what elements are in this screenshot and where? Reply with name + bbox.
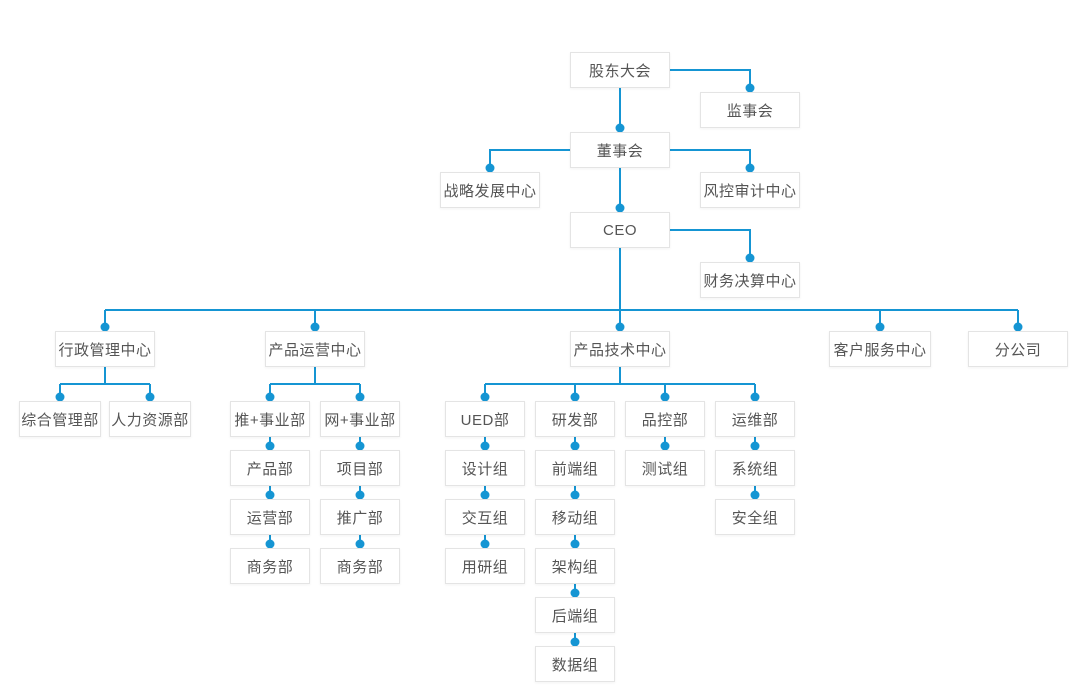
org-node-finance-center: 财务决算中心 xyxy=(700,262,800,298)
connector-line xyxy=(489,149,570,168)
connector-line xyxy=(670,69,751,88)
org-node-general-mgmt-dept: 综合管理部 xyxy=(19,401,101,437)
org-node-tech-center: 产品技术中心 xyxy=(570,331,670,367)
connector-dot xyxy=(265,392,275,402)
connector-dot xyxy=(480,490,490,500)
connector-dot xyxy=(1013,322,1023,332)
org-node-shareholders-meeting: 股东大会 xyxy=(570,52,670,88)
org-node-wang-business-unit: 网+事业部 xyxy=(320,401,400,437)
connector-dot xyxy=(480,392,490,402)
connector-dot xyxy=(660,441,670,451)
connector-dot xyxy=(615,322,625,332)
connector-dot xyxy=(570,441,580,451)
connector-dot xyxy=(480,441,490,451)
connector-dot xyxy=(615,203,625,213)
org-node-hr-dept: 人力资源部 xyxy=(109,401,191,437)
org-node-admin-center: 行政管理中心 xyxy=(55,331,155,367)
connector-dot xyxy=(875,322,885,332)
connector-dot xyxy=(265,539,275,549)
connector-dot xyxy=(570,539,580,549)
org-node-service-center: 客户服务中心 xyxy=(829,331,931,367)
connector-dot xyxy=(750,490,760,500)
connector-dot xyxy=(615,123,625,133)
connector-dot xyxy=(265,490,275,500)
org-node-frontend-team: 前端组 xyxy=(535,450,615,486)
connector-dot xyxy=(355,539,365,549)
connector-line xyxy=(670,229,751,258)
org-node-tui-business-unit: 推+事业部 xyxy=(230,401,310,437)
connector-dot xyxy=(570,392,580,402)
connector-dot xyxy=(660,392,670,402)
connector-dot xyxy=(100,322,110,332)
org-node-business-dept-wang: 商务部 xyxy=(320,548,400,584)
connector-dot xyxy=(485,163,495,173)
org-node-test-team: 测试组 xyxy=(625,450,705,486)
org-node-interaction-team: 交互组 xyxy=(445,499,525,535)
org-node-operation-dept: 运营部 xyxy=(230,499,310,535)
org-node-ceo: CEO xyxy=(570,212,670,248)
connector-dot xyxy=(355,441,365,451)
org-node-user-research-team: 用研组 xyxy=(445,548,525,584)
connector-dot xyxy=(355,392,365,402)
org-node-ops-center: 产品运营中心 xyxy=(265,331,365,367)
connector-dot xyxy=(745,83,755,93)
connector-line xyxy=(670,149,751,168)
connector-dot xyxy=(570,490,580,500)
org-node-design-team: 设计组 xyxy=(445,450,525,486)
connector-dot xyxy=(745,163,755,173)
org-node-mobile-team: 移动组 xyxy=(535,499,615,535)
org-node-project-dept: 项目部 xyxy=(320,450,400,486)
connector-dot xyxy=(570,637,580,647)
org-node-om-dept: 运维部 xyxy=(715,401,795,437)
org-node-data-team: 数据组 xyxy=(535,646,615,682)
connector-dot xyxy=(480,539,490,549)
org-node-ued-dept: UED部 xyxy=(445,401,525,437)
org-node-rd-dept: 研发部 xyxy=(535,401,615,437)
connector-dot xyxy=(145,392,155,402)
connector-dot xyxy=(570,588,580,598)
connector-dot xyxy=(265,441,275,451)
org-node-branch-company: 分公司 xyxy=(968,331,1068,367)
org-node-qc-dept: 品控部 xyxy=(625,401,705,437)
connector-dot xyxy=(750,441,760,451)
org-node-business-dept-tui: 商务部 xyxy=(230,548,310,584)
org-node-product-dept: 产品部 xyxy=(230,450,310,486)
org-node-system-team: 系统组 xyxy=(715,450,795,486)
org-node-risk-audit-center: 风控审计中心 xyxy=(700,172,800,208)
connector-dot xyxy=(355,490,365,500)
org-node-promotion-dept: 推广部 xyxy=(320,499,400,535)
org-node-security-team: 安全组 xyxy=(715,499,795,535)
org-node-backend-team: 后端组 xyxy=(535,597,615,633)
org-node-architecture-team: 架构组 xyxy=(535,548,615,584)
org-node-supervisory-board: 监事会 xyxy=(700,92,800,128)
org-node-strategy-center: 战略发展中心 xyxy=(440,172,540,208)
org-node-board-of-directors: 董事会 xyxy=(570,132,670,168)
connector-dot xyxy=(55,392,65,402)
connector-dot xyxy=(310,322,320,332)
connector-dot xyxy=(750,392,760,402)
connector-dot xyxy=(745,253,755,263)
